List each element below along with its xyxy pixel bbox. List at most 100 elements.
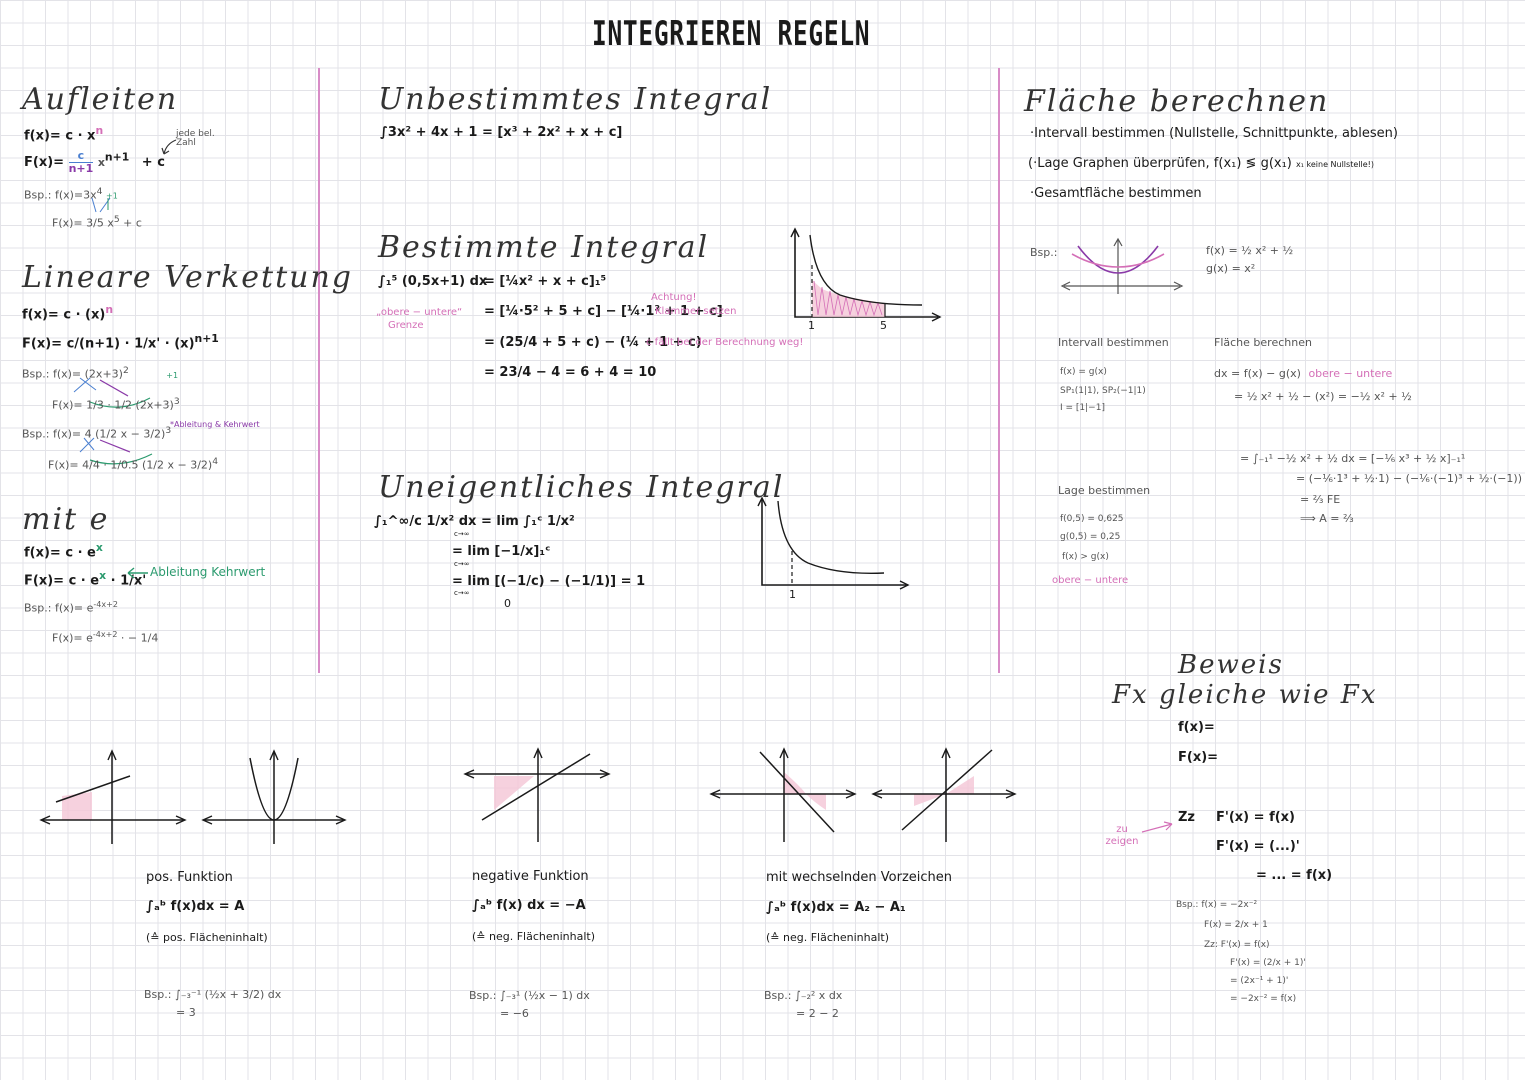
- bestimmt-note-c: c fällt bei der Berechnung weg!: [646, 337, 804, 348]
- linear-F-text: F(x)= c/(n+1) · 1/x' · (x): [22, 336, 195, 352]
- flaeche-fl1-text: dx = f(x) − g(x): [1214, 367, 1301, 380]
- uneigentlich-line1: ∫₁^∞/c 1/x² dx = lim ∫₁ᶜ 1/x²: [374, 514, 575, 529]
- aufleiten-ex-f-exp: 4: [96, 186, 103, 197]
- flaeche-fl-title: Fläche berechnen: [1214, 336, 1312, 349]
- flaeche-fdef: f(x) = ½ x² + ½: [1206, 244, 1294, 257]
- aufleiten-plus-one: +1: [105, 191, 118, 201]
- beweis-f: f(x)=: [1178, 720, 1215, 735]
- aufleiten-note: jede bel. Zahl: [176, 129, 215, 148]
- beweis-ex1: Bsp.: f(x) = −2x⁻²: [1176, 900, 1258, 910]
- aufleiten-F-exp: n+1: [104, 150, 130, 164]
- linear-ex2-F-text: F(x)= 4/4 · 1/0.5 (1/2 x − 3/2): [48, 458, 213, 472]
- e-arrow: [127, 567, 148, 579]
- uneigentlich-line3-sub: c→∞: [454, 589, 470, 597]
- linear-rule-F: F(x)= c/(n+1) · 1/x' · (x)n+1: [22, 332, 219, 351]
- beweis-zu-zeigen-arrow: [1141, 821, 1173, 833]
- beweis-zz1: F'(x) = f(x): [1216, 810, 1295, 825]
- linear-ex2-f-exp: 3: [165, 425, 172, 436]
- page-title: INTEGRIEREN REGELN: [592, 14, 871, 54]
- e-example-F: F(x)= e-4x+2 · − 1/4: [52, 630, 158, 645]
- beweis-zz2: F'(x) = (...)': [1216, 839, 1300, 854]
- case-positive-bsp: Bsp.: ∫₋₃⁻¹ (½x + 3/2) dx: [144, 988, 282, 1001]
- flaeche-int-title: Intervall bestimmen: [1058, 336, 1169, 349]
- linear-ex2-F-exp: 4: [212, 456, 219, 467]
- flaeche-lage2: g(0,5) = 0,25: [1060, 532, 1121, 542]
- case-alternating-note: (≙ neg. Flächeninhalt): [766, 931, 890, 944]
- bestimmt-graph-x1: 1: [808, 319, 815, 332]
- flaeche-step2-text: (·Lage Graphen überprüfen, f(x₁) ≶ g(x₁): [1028, 156, 1292, 171]
- beweis-ex2: F(x) = 2/x + 1: [1204, 920, 1268, 930]
- uneigentlich-heading: Uneigentliches Integral: [378, 470, 785, 505]
- unbestimmt-formula: ∫3x² + 4x + 1 = [x³ + 2x² + x + c]: [380, 125, 623, 140]
- flaeche-fl1: dx = f(x) − g(x) obere − untere: [1214, 367, 1392, 380]
- case-alternating-label: mit wechselnden Vorzeichen: [766, 870, 953, 885]
- linear-example2-F: F(x)= 4/4 · 1/0.5 (1/2 x − 3/2)4: [48, 456, 218, 472]
- linear-ex1-F-exp: 3: [173, 396, 180, 407]
- flaeche-heading: Fläche berechnen: [1024, 84, 1330, 119]
- aufleiten-ex-F-exp: 5: [113, 214, 120, 225]
- linear-rule-f: f(x)= c · (x)n: [22, 303, 113, 322]
- case-positive-result: = 3: [176, 1006, 196, 1019]
- flaeche-bsp: Bsp.:: [1030, 246, 1058, 259]
- flaeche-step3: ·Gesamtfläche bestimmen: [1030, 186, 1202, 201]
- linear-ex2-f-text: Bsp.: f(x)= 4 (1/2 x − 3/2): [22, 427, 166, 441]
- linear-F-exp: n+1: [194, 332, 219, 345]
- aufleiten-note-arrow: [161, 139, 177, 155]
- graph-alternating-sign: [709, 747, 1017, 842]
- aufleiten-F-x: x: [97, 156, 105, 169]
- flaeche-int1: f(x) = g(x): [1060, 367, 1107, 377]
- e-f-exp: x: [95, 541, 103, 554]
- bestimmt-graph: [790, 227, 942, 322]
- linear-note: *Ableitung & Kehrwert: [170, 420, 260, 429]
- beweis-F: F(x)=: [1178, 750, 1219, 765]
- case-alternating-bsp: Bsp.: ∫₋₂² x dx: [764, 989, 843, 1002]
- e-f-text: f(x)= c · e: [24, 545, 96, 561]
- e-F-tail: · 1/x': [110, 573, 147, 589]
- uneigentlich-line2: = lim [−1/x]₁ᶜ: [452, 544, 551, 559]
- linear-example1-arrows: [73, 377, 151, 408]
- case-alternating-result: = 2 − 2: [796, 1007, 839, 1020]
- aufleiten-F-plus-c: + c: [141, 155, 165, 170]
- case-positive-formula: ∫ₐᵇ f(x)dx = A: [146, 899, 245, 914]
- flaeche-int3: I = [1|−1]: [1060, 403, 1105, 413]
- uneigentlich-line3: = lim [(−1/c) − (−1/1)] = 1: [452, 574, 646, 589]
- beweis-ex3: Zz: F'(x) = f(x): [1204, 940, 1270, 950]
- linear-heading: Lineare Verkettung: [22, 260, 354, 295]
- flaeche-step1: ·Intervall bestimmen (Nullstelle, Schnit…: [1030, 126, 1398, 141]
- flaeche-fl5: = ⅔ FE: [1300, 493, 1341, 506]
- aufleiten-heading: Aufleiten: [22, 82, 179, 117]
- aufleiten-f-exp: n: [95, 124, 104, 137]
- linear-ex1-f-text: Bsp.: f(x)= (2x+3): [22, 367, 123, 381]
- aufleiten-frac-den: n+1: [68, 162, 94, 175]
- aufleiten-F-label: F(x)=: [24, 155, 65, 170]
- e-ex-f-exp: -4x+2: [93, 600, 118, 609]
- aufleiten-frac-num: c: [68, 150, 94, 163]
- linear-ex1-F-text: F(x)= 1/3 · 1/2 (2x+3): [52, 398, 174, 412]
- e-F-exp: x: [99, 569, 107, 582]
- case-alternating-formula: ∫ₐᵇ f(x)dx = A₂ − A₁: [766, 900, 906, 915]
- uneigentlich-graph-x: 1: [789, 588, 796, 601]
- aufleiten-f-text: f(x)= c · x: [24, 128, 96, 144]
- aufleiten-example-arrows: [91, 197, 111, 213]
- case-negative-result: = −6: [500, 1007, 529, 1020]
- flaeche-fl1-note: obere − untere: [1308, 367, 1393, 380]
- aufleiten-fraction: c n+1: [68, 150, 94, 175]
- flaeche-lage4: obere − untere: [1052, 575, 1129, 586]
- bestimmt-line1b: = [¼x² + x + c]₁⁵: [484, 274, 607, 289]
- beweis-ex4: F'(x) = (2/x + 1)': [1230, 958, 1306, 968]
- flaeche-lage1: f(0,5) = 0,625: [1060, 514, 1124, 524]
- linear-ex1-f-exp: 2: [122, 365, 129, 376]
- flaeche-fl3: = ∫₋₁¹ −½ x² + ½ dx = [−⅙ x³ + ½ x]₋₁¹: [1240, 452, 1466, 465]
- beweis-zz-label: Zz: [1178, 810, 1195, 825]
- beweis-subheading: Fx gleiche wie Fx: [1112, 680, 1378, 710]
- aufleiten-example-f: Bsp.: f(x)=3x4 +1: [24, 186, 118, 202]
- aufleiten-rule-f: f(x)= c · xn: [24, 124, 103, 143]
- e-ex-F-exp: -4x+2: [92, 630, 118, 639]
- flaeche-fl2: = ½ x² + ½ − (x²) = −½ x² + ½: [1234, 390, 1412, 403]
- beweis-zu-zeigen: zu zeigen: [1105, 824, 1139, 847]
- e-arrow-note: Ableitung Kehrwert: [150, 565, 266, 579]
- linear-example2-arrows: [79, 437, 153, 465]
- beweis-zz3: = ... = f(x): [1256, 868, 1333, 883]
- graph-positive-line: [39, 749, 347, 844]
- bestimmt-line2: = [¼·5² + 5 + c] − [¼·1² + 1 + c]: [484, 304, 723, 319]
